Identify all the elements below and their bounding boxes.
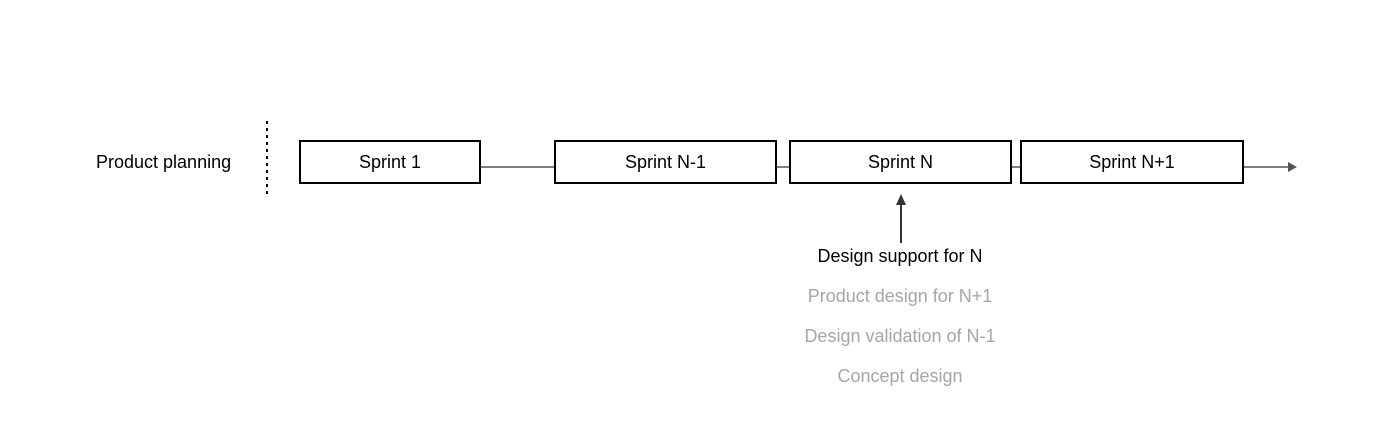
activity-product-design: Product design for N+1	[807, 286, 993, 306]
sprint-box-n-minus-1: Sprint N-1	[554, 140, 777, 184]
timeline-arrowhead-icon	[1288, 162, 1297, 172]
product-planning-label: Product planning	[96, 152, 232, 172]
sprint-box-n: Sprint N	[789, 140, 1012, 184]
activity-design-validation: Design validation of N-1	[804, 326, 996, 346]
activity-design-support: Design support for N	[817, 246, 983, 266]
activity-concept-design: Concept design	[837, 366, 963, 386]
sprint-box-n-plus-1: Sprint N+1	[1020, 140, 1244, 184]
sprint-box-1: Sprint 1	[299, 140, 481, 184]
design-support-arrowhead-icon	[896, 194, 906, 205]
